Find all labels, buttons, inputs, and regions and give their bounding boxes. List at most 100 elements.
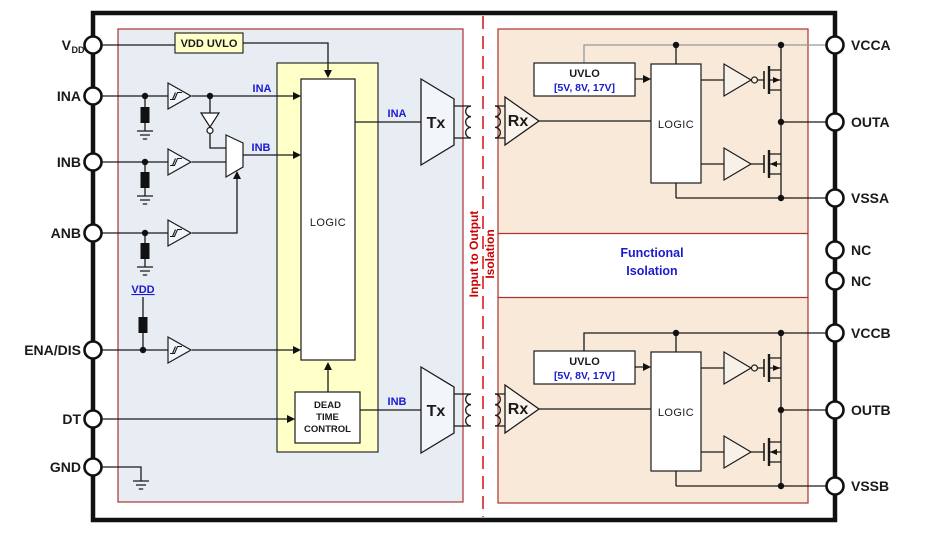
driver-buffer-icon-b [723, 434, 753, 470]
svg-text:LOGIC: LOGIC [658, 407, 694, 419]
pin-vssb: VSSB [825, 476, 889, 496]
isolation-label-line1: Input to Output [467, 211, 481, 298]
pin-vccb: VCCB [825, 323, 891, 343]
svg-text:UVLO: UVLO [569, 68, 600, 80]
isolation-transformer-icon-a [454, 105, 505, 139]
uvlo-block-b: UVLO [5V, 8V, 17V] [533, 350, 636, 385]
schmitt-trigger-icon [167, 335, 193, 365]
net-label-vdd-pullup: VDD [131, 284, 154, 296]
pin-outb: OUTB [825, 400, 891, 420]
driver-inverter-icon-a [723, 62, 759, 98]
pin-inb: INB [57, 152, 103, 172]
vdd-uvlo-label: VDD UVLO [181, 38, 238, 50]
net-label-ina: INA [253, 83, 272, 95]
input-wires [102, 42, 421, 473]
output-logic-block-b: LOGIC [650, 351, 702, 472]
svg-text:VSSA: VSSA [851, 190, 889, 206]
pin-circle [825, 323, 845, 343]
rx-block-a: Rx [504, 95, 541, 147]
pmos-icon-b [763, 354, 780, 382]
inverter-icon [199, 112, 221, 135]
driver-buffer-icon-a [723, 146, 753, 182]
pin-circle [825, 400, 845, 420]
svg-text:Tx: Tx [427, 403, 446, 420]
pmos-icon-a [763, 66, 780, 94]
pin-vcca: VCCA [825, 35, 891, 55]
svg-text:Tx: Tx [427, 115, 446, 132]
svg-text:UVLO: UVLO [569, 356, 600, 368]
svg-text:Rx: Rx [508, 113, 529, 130]
input-logic-label: LOGIC [310, 217, 346, 229]
svg-text:OUTA: OUTA [851, 114, 890, 130]
pin-circle [83, 223, 103, 243]
pin-circle [825, 35, 845, 55]
driver-inverter-icon-b [723, 350, 759, 386]
dead-time-control-block: DEAD TIME CONTROL [294, 391, 361, 444]
isolation-transformer-icon-b [454, 393, 505, 427]
net-label-inb: INB [252, 142, 271, 154]
pin-vdd: V DD [62, 35, 103, 55]
svg-text:LOGIC: LOGIC [658, 119, 694, 131]
vcca-rail [583, 44, 826, 63]
pin-ena-dis: ENA/DIS [24, 340, 103, 360]
tx-block-b: Tx [420, 365, 455, 455]
svg-text:INB: INB [57, 154, 81, 170]
functional-isolation-label-line1: Functional [620, 246, 683, 260]
svg-text:GND: GND [50, 459, 81, 475]
svg-text:CONTROL: CONTROL [304, 424, 351, 435]
svg-text:INA: INA [57, 88, 81, 104]
input-logic-block: LOGIC [300, 78, 356, 361]
svg-text:Rx: Rx [508, 401, 529, 418]
pin-nc-2: NC [825, 271, 871, 291]
pin-outa: OUTA [825, 112, 890, 132]
functional-isolation-label-line2: Isolation [626, 264, 677, 278]
pin-anb: ANB [51, 223, 103, 243]
pulldown-resistor-inb [140, 172, 150, 188]
pin-circle [83, 340, 103, 360]
pin-circle [825, 112, 845, 132]
pulldown-resistor-ina [140, 107, 150, 123]
mux-icon [225, 134, 244, 179]
pin-ina: INA [57, 86, 103, 106]
pin-circle [83, 409, 103, 429]
svg-text:ENA/DIS: ENA/DIS [24, 342, 81, 358]
pin-circle [825, 240, 845, 260]
svg-text:OUTB: OUTB [851, 402, 891, 418]
svg-text:DEAD: DEAD [314, 400, 341, 411]
svg-text:NC: NC [851, 273, 871, 289]
uvlo-block-a: UVLO [5V, 8V, 17V] [533, 62, 636, 97]
svg-text:V: V [62, 37, 72, 53]
svg-text:DD: DD [72, 45, 85, 55]
vccb-rail [583, 332, 826, 351]
pin-nc-1: NC [825, 240, 871, 260]
isolation-label-line2: Isolation [483, 229, 497, 278]
vdd-uvlo-block: VDD UVLO [174, 32, 244, 54]
svg-text:ANB: ANB [51, 225, 81, 241]
pin-gnd: GND [50, 457, 103, 477]
pin-circle [825, 188, 845, 208]
junction-dots [139, 41, 785, 490]
schmitt-trigger-icon [167, 147, 193, 177]
nmos-icon-a [763, 150, 777, 178]
tx-block-a: Tx [420, 77, 455, 167]
pin-dt: DT [62, 409, 103, 429]
svg-text:[5V, 8V, 17V]: [5V, 8V, 17V] [554, 370, 615, 382]
svg-text:DT: DT [62, 411, 81, 427]
svg-text:VCCB: VCCB [851, 325, 891, 341]
pin-circle [83, 86, 103, 106]
pin-vssa: VSSA [825, 188, 889, 208]
rx-block-b: Rx [504, 383, 541, 435]
svg-text:TIME: TIME [316, 412, 339, 423]
pin-circle [825, 476, 845, 496]
schmitt-trigger-icon [167, 81, 193, 111]
svg-text:VCCA: VCCA [851, 37, 891, 53]
pin-circle [83, 152, 103, 172]
pin-circle [83, 35, 103, 55]
svg-text:VSSB: VSSB [851, 478, 889, 494]
arrowheads [233, 70, 651, 423]
svg-text:NC: NC [851, 242, 871, 258]
pin-circle [825, 271, 845, 291]
pullup-resistor-ena [138, 317, 148, 333]
